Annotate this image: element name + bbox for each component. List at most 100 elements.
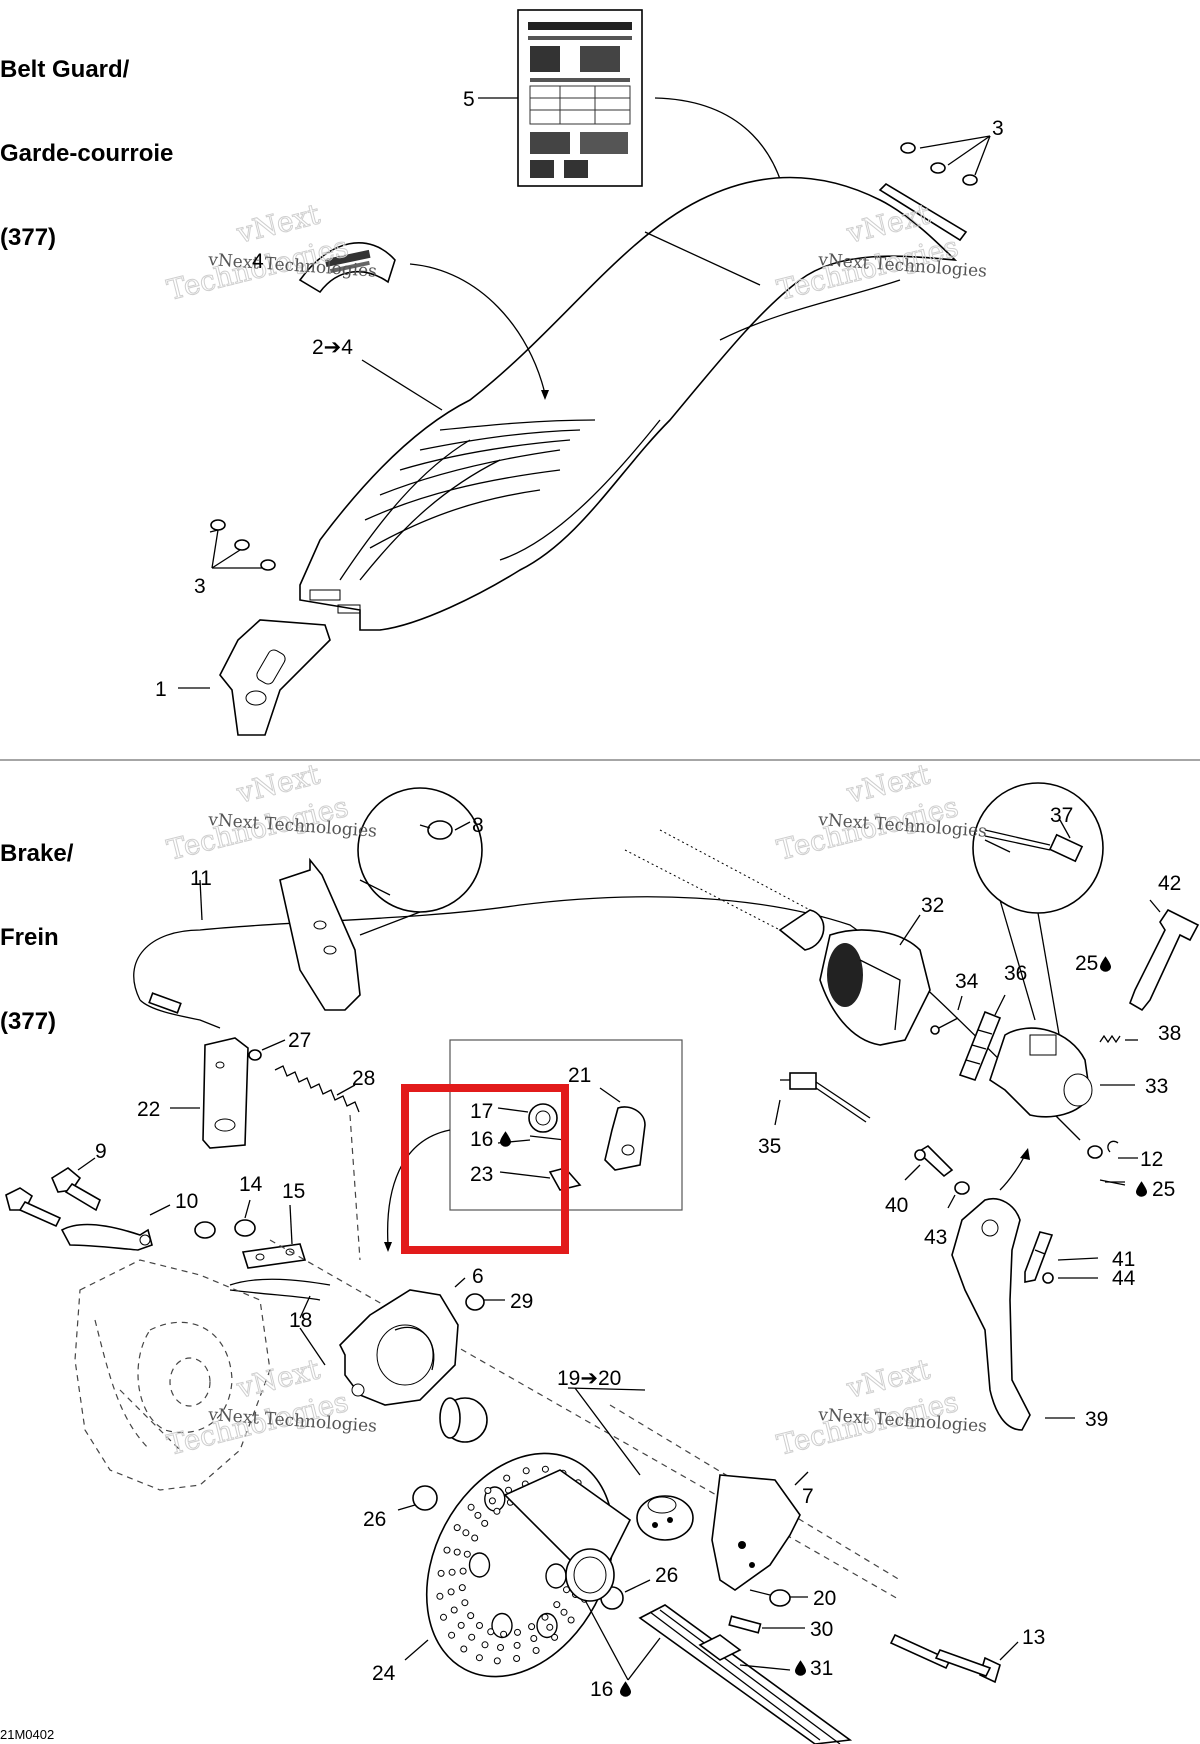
grip-housing-32 (819, 929, 931, 1046)
disc-drill-hole (546, 1623, 554, 1631)
disc-hub-sleeve (503, 1469, 632, 1561)
safety-label-5 (517, 9, 643, 187)
disc-drill-hole (476, 1622, 483, 1629)
callout-35: 35 (758, 1135, 781, 1158)
callout-32: 32 (921, 894, 944, 917)
callout-23: 23 (470, 1163, 493, 1186)
nuts-3-left (210, 519, 276, 571)
callout-27: 27 (288, 1029, 311, 1052)
disc-drill-hole (468, 1633, 476, 1641)
disc-drill-hole (440, 1613, 447, 1621)
callout-30: 30 (810, 1618, 833, 1641)
disc-drill-hole (541, 1465, 549, 1473)
disc-drill-hole (448, 1631, 456, 1639)
callout-40: 40 (885, 1194, 908, 1217)
brake-title: Brake/ Frein (377) (0, 784, 73, 1092)
disc-drill-hole (493, 1507, 501, 1515)
plate-15 (241, 1243, 307, 1269)
callout-16-inset: 16 (470, 1128, 493, 1151)
spring-clip-18 (229, 1278, 331, 1301)
callout-26-left: 26 (363, 1508, 386, 1531)
disc-drill-hole (481, 1519, 489, 1527)
disc-drill-hole (553, 1601, 561, 1609)
oil-drop-icon (500, 1131, 511, 1147)
disc-drill-hole (461, 1599, 469, 1607)
disc-drill-hole (471, 1534, 479, 1542)
disc-drill-hole (467, 1612, 475, 1620)
disc-drill-hole (463, 1550, 471, 1558)
callout-13: 13 (1022, 1626, 1045, 1649)
shaft-31 (638, 1604, 853, 1744)
disc-drill-hole (448, 1568, 456, 1576)
callout-21: 21 (568, 1064, 591, 1087)
washer-43 (954, 1181, 970, 1195)
disc-drill-hole (462, 1529, 470, 1537)
callout-31: 31 (810, 1657, 833, 1680)
disc-drill-hole (500, 1630, 508, 1638)
brake-title-line: (377) (0, 1008, 57, 1035)
callout-9: 9 (95, 1140, 107, 1163)
oil-drop-icon (1100, 956, 1111, 972)
disc-vent-hole (491, 1612, 513, 1639)
callout-10: 10 (175, 1190, 198, 1213)
pin-42 (1129, 908, 1200, 1012)
spring-plate-41 (1024, 1231, 1054, 1283)
disc-drill-hole (522, 1467, 530, 1475)
disc-drill-hole (530, 1635, 538, 1642)
callout-16-bottom: 16 (590, 1678, 613, 1701)
callout-36: 36 (1004, 962, 1027, 985)
callout-7: 7 (802, 1485, 814, 1508)
brake-lever-39 (951, 1198, 1031, 1431)
callout-22: 22 (137, 1098, 160, 1121)
callout-17: 17 (470, 1100, 493, 1123)
callout-38: 38 (1158, 1022, 1181, 1045)
brake-title-line: Frein (0, 924, 59, 951)
disc-drill-hole (493, 1657, 501, 1665)
disc-drill-hole (503, 1474, 511, 1482)
disc-drill-hole (567, 1616, 575, 1624)
callout-19-to-20: 19➔20 (557, 1367, 621, 1390)
lever-21 (604, 1106, 646, 1171)
caliper-6 (339, 1289, 459, 1406)
callout-41: 41 (1112, 1248, 1135, 1271)
disc-drill-hole (474, 1511, 482, 1519)
belt-guard-title-line: Belt Guard/ (0, 56, 130, 83)
callout-29: 29 (510, 1290, 533, 1313)
clamp-8 (419, 820, 453, 840)
oil-drop-icon (620, 1681, 631, 1697)
oil-drop-icon (1136, 1181, 1147, 1197)
o-ring-26a (412, 1485, 438, 1511)
plate-36 (958, 1010, 1002, 1081)
detail-circle-8 (357, 787, 483, 913)
cable-bracket (279, 857, 361, 1011)
disc-drill-hole (514, 1628, 521, 1636)
brake-disc-24 (425, 1452, 632, 1678)
disc-drill-hole (551, 1633, 559, 1641)
disc-drill-hole (541, 1613, 549, 1621)
oil-drop-icon (795, 1660, 806, 1676)
disc-drill-hole (453, 1524, 461, 1532)
bolt-left (5, 1187, 62, 1228)
callout-34: 34 (955, 970, 979, 993)
callout-12: 12 (1140, 1148, 1163, 1171)
bracket-1 (219, 619, 331, 736)
ball-44 (1042, 1272, 1054, 1284)
callout-39: 39 (1085, 1408, 1108, 1431)
brake-title-line: Brake/ (0, 840, 74, 867)
callout-14: 14 (239, 1173, 263, 1196)
lever-10 (60, 1223, 153, 1251)
nuts-3-top (900, 142, 978, 186)
callout-8: 8 (472, 814, 484, 837)
callout-25-lower: 25 (1152, 1178, 1175, 1201)
figure-code: 21M0402 (0, 1727, 55, 1742)
callout-44: 44 (1112, 1267, 1136, 1290)
guard-rod (878, 182, 968, 242)
warning-decal-4 (298, 242, 396, 294)
nuts-14 (194, 1219, 256, 1239)
disc-drill-hole (458, 1584, 466, 1592)
disc-drill-hole (475, 1654, 483, 1662)
bushing-16 (565, 1548, 615, 1602)
disc-vent-hole (468, 1552, 491, 1578)
disc-drill-hole (437, 1569, 445, 1577)
callout-25-upper: 25 (1075, 952, 1098, 975)
